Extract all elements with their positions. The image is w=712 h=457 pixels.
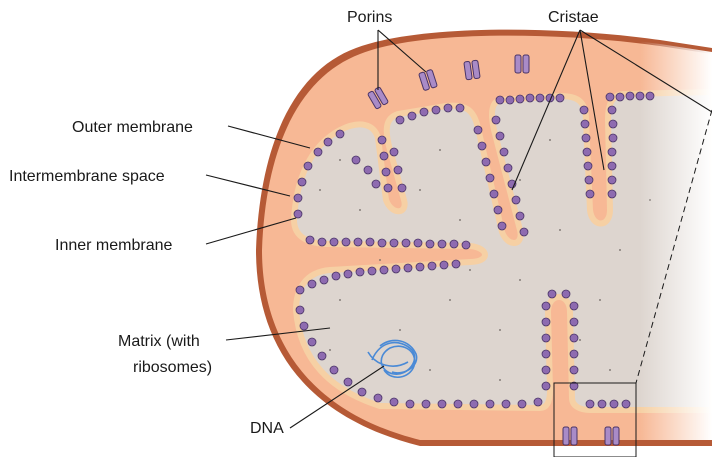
- cristae-label: Cristae: [548, 9, 599, 26]
- outer-membrane-label: Outer membrane: [72, 119, 193, 136]
- inner-membrane-label: Inner membrane: [55, 237, 172, 254]
- porins-label: Porins: [347, 9, 392, 26]
- dna-label: DNA: [250, 420, 284, 437]
- matrix-label-line1: Matrix (with: [118, 333, 200, 350]
- intermembrane-space-label: Intermembrane space: [9, 168, 165, 185]
- matrix-label-line2: ribosomes): [133, 359, 212, 376]
